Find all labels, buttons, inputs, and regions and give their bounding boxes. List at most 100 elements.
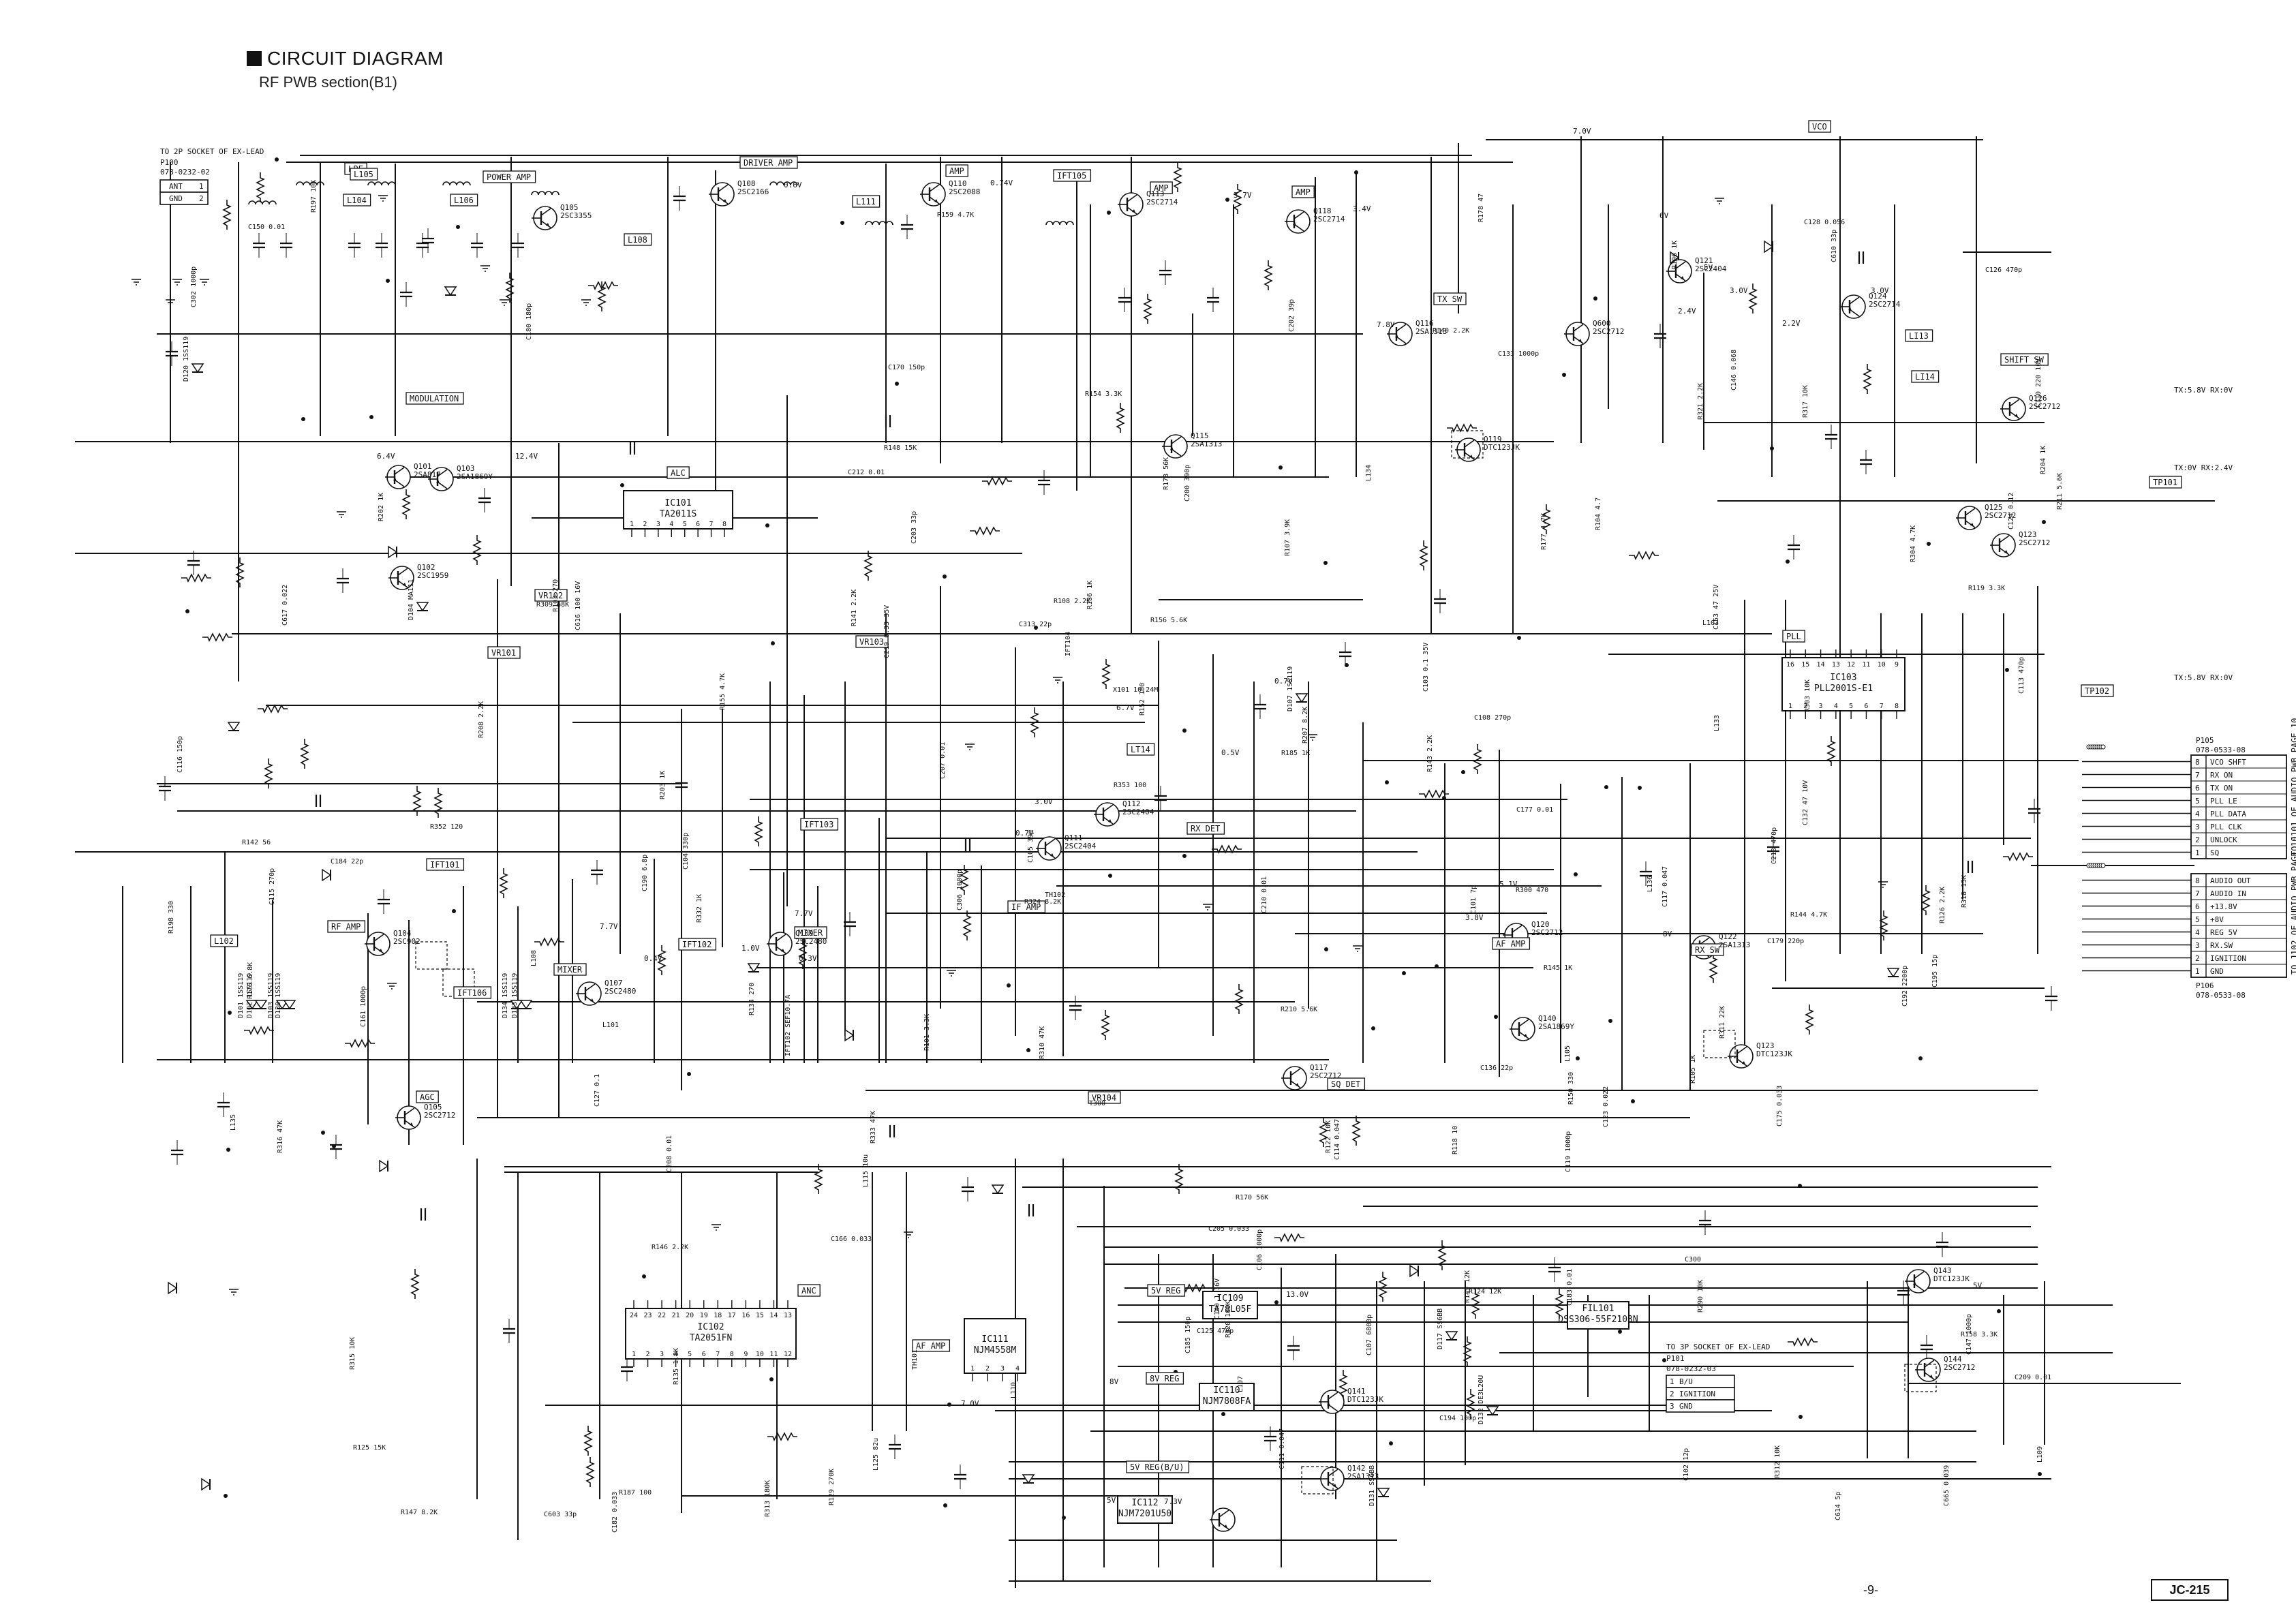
- ground-icon: [1203, 904, 1212, 910]
- junction-dot: [301, 417, 305, 421]
- diagram-subtitle: RF PWB section(B1): [259, 74, 397, 91]
- ic-pin-number: 12: [1847, 661, 1855, 669]
- voltage-label: 7.0V: [961, 1399, 979, 1408]
- voltage-label: 7.7V: [600, 922, 618, 931]
- resistor: [814, 1164, 823, 1194]
- resistor: [401, 489, 411, 519]
- ic-ref: IC112: [1131, 1498, 1158, 1508]
- junction-dot: [332, 1144, 336, 1148]
- resistor: [1629, 551, 1659, 560]
- transistor-ref: Q120: [1531, 920, 1550, 929]
- junction-dot: [1604, 785, 1608, 789]
- junction-dot: [1927, 542, 1931, 546]
- transistor-arrow: [1327, 1403, 1330, 1406]
- passive-label: R122 10K: [1325, 1120, 1332, 1153]
- inductor: [531, 191, 560, 196]
- passive-label: C208 0.01: [666, 1135, 673, 1172]
- block-label-box: [1433, 292, 1467, 305]
- transistor-emitter: [718, 196, 729, 204]
- junction-dot: [1034, 626, 1038, 630]
- passive-label: R124 12K: [1469, 1288, 1501, 1296]
- connector-pin-name: GND: [169, 194, 183, 203]
- connector-layer: TO 2P SOCKET OF EX-LEADP100078-0232-02AN…: [159, 147, 2296, 1413]
- connector-ref: P105: [2196, 736, 2214, 745]
- voltage-label: 13.0V: [1286, 1290, 1308, 1299]
- passive-label: R333 47K: [870, 1111, 877, 1144]
- passive-label: C183 0.01: [1566, 1269, 1574, 1306]
- resistor: [1212, 844, 1242, 854]
- resistor: [1419, 789, 1449, 799]
- ic-body: [623, 490, 733, 530]
- block-label: AGC: [420, 1092, 435, 1102]
- resistor: [256, 172, 265, 202]
- block-label: SQ DET: [1331, 1079, 1360, 1089]
- ground-icon: [172, 279, 182, 286]
- resistor: [1471, 1289, 1480, 1319]
- passive-label: R178 56K: [1163, 457, 1170, 490]
- passive-label: L133: [1713, 715, 1721, 731]
- passive-label: R186 1K: [1086, 581, 1094, 609]
- passive-label: L103: [1702, 619, 1719, 627]
- junction-dot: [2042, 520, 2046, 524]
- ic-pin-number: 5: [1849, 703, 1853, 710]
- passive-label: R152 100: [1139, 683, 1146, 716]
- resistor: [960, 865, 969, 895]
- junction-dot: [1517, 636, 1521, 640]
- ic-pin-number: 1: [970, 1365, 975, 1373]
- connector-pin-name: IGNITION: [2210, 954, 2246, 963]
- connector-caption: TO 2P SOCKET OF EX-LEAD: [160, 147, 264, 156]
- transistor-arrow: [546, 223, 549, 226]
- digital-transistor-outline: [1703, 1030, 1736, 1058]
- transistor-part: 2SC2712: [1531, 928, 1563, 937]
- connector-pin-name: PLL DATA: [2210, 810, 2246, 818]
- passive-label: R140 2.2K: [1433, 327, 1469, 335]
- resistor: [244, 1026, 274, 1035]
- passive-label: R147 8.2K: [401, 1509, 438, 1516]
- block-label: VR104: [1092, 1093, 1116, 1103]
- transistor-part: DTC123JK: [1933, 1274, 1970, 1283]
- resistor: [1030, 707, 1039, 737]
- resistor: [1143, 294, 1152, 324]
- transistor-arrow: [2004, 550, 2008, 553]
- test-point-icon: [2100, 863, 2106, 868]
- resistor: [1463, 1336, 1472, 1366]
- ic-pin-number: 3: [1000, 1365, 1005, 1373]
- transistor-collector: [1512, 925, 1522, 933]
- transistor-arrow: [1469, 455, 1473, 458]
- block-label: TX SW: [1437, 294, 1463, 304]
- junction-dot: [1461, 770, 1465, 774]
- connector-pin-name: IGNITION: [1679, 1390, 1715, 1398]
- resistor: [1863, 364, 1872, 394]
- junction-dot: [1918, 1056, 1923, 1060]
- transistor-collector: [1914, 1271, 1925, 1279]
- voltage-label: 0.7V: [1015, 829, 1034, 838]
- ic-pin-number: 13: [1832, 661, 1840, 669]
- resistor: [235, 557, 245, 587]
- block-label-box: [2000, 353, 2049, 366]
- passive-label: R318 15K: [1961, 875, 1968, 908]
- ic-pin-number: 23: [644, 1312, 652, 1319]
- ground-icon: [947, 970, 956, 977]
- connector-pin-number: 2: [1670, 1390, 1674, 1398]
- transistor-part: 2SC2712: [1985, 511, 2016, 520]
- diode-symbol: [227, 722, 241, 732]
- transistor-part: 2SC2404: [1065, 842, 1097, 851]
- passive-label: L125 82u: [872, 1438, 880, 1471]
- voltage-label: 3.8V: [1465, 913, 1484, 922]
- ground-icon: [1053, 677, 1062, 684]
- ic-pin-number: 3: [656, 521, 660, 528]
- transistor-arrow: [723, 199, 726, 202]
- passive-label: T300: [1089, 1100, 1105, 1107]
- transistor-emitter: [1290, 1080, 1301, 1088]
- passive-label: R155 4.7K: [719, 673, 726, 710]
- ic-pin-number: 16: [741, 1312, 750, 1319]
- resistor: [410, 1269, 420, 1299]
- ic-pin-number: 11: [1862, 661, 1870, 669]
- transistor-arrow: [1970, 523, 1974, 526]
- voltage-label: TX:0V RX:2.4V: [2174, 463, 2233, 472]
- connector-cell: [159, 191, 209, 205]
- passive-label: R320 100K: [1225, 1301, 1232, 1338]
- transistor-emitter: [1103, 816, 1114, 825]
